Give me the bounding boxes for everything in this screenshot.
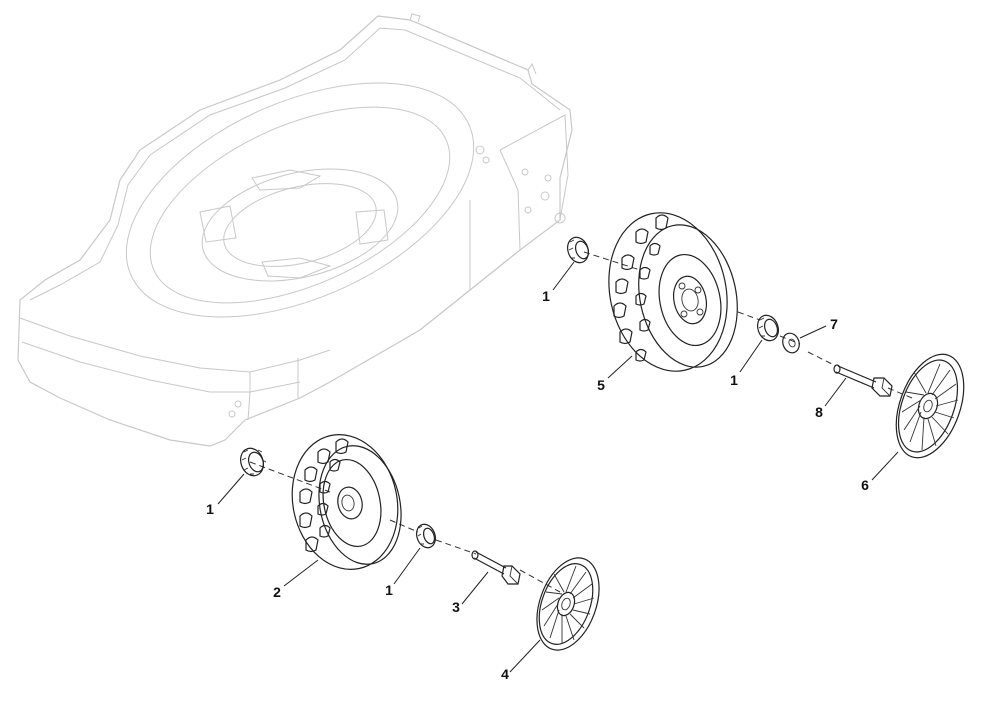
hub-cap-4-front <box>536 557 600 651</box>
callout-3: 3 <box>452 599 460 615</box>
callout-4: 4 <box>501 666 509 682</box>
hub-cap-6-rear <box>895 353 965 459</box>
leader-lines <box>217 261 899 673</box>
axle-bolt-3-front <box>471 550 521 585</box>
bearing-1-rear-inner <box>567 236 590 264</box>
bearing-1-front-outer <box>415 523 437 549</box>
callout-1-front-inner: 1 <box>206 501 214 517</box>
wheel-2-front <box>291 434 402 570</box>
callout-8: 8 <box>815 404 823 420</box>
callout-5: 5 <box>597 377 605 393</box>
axle-bolt-8-rear <box>833 364 893 397</box>
callout-1-front-outer: 1 <box>385 582 393 598</box>
wheel-5-rear <box>608 212 738 372</box>
callout-1-rear-outer: 1 <box>730 372 738 388</box>
callout-7: 7 <box>830 316 838 332</box>
washer-7 <box>782 332 800 354</box>
callout-6: 6 <box>861 477 869 493</box>
mower-deck <box>17 13 573 447</box>
callout-1-rear-inner: 1 <box>542 288 550 304</box>
bearing-1-front-inner <box>240 447 267 477</box>
callout-2: 2 <box>273 584 281 600</box>
bearing-1-rear-outer <box>757 314 779 342</box>
